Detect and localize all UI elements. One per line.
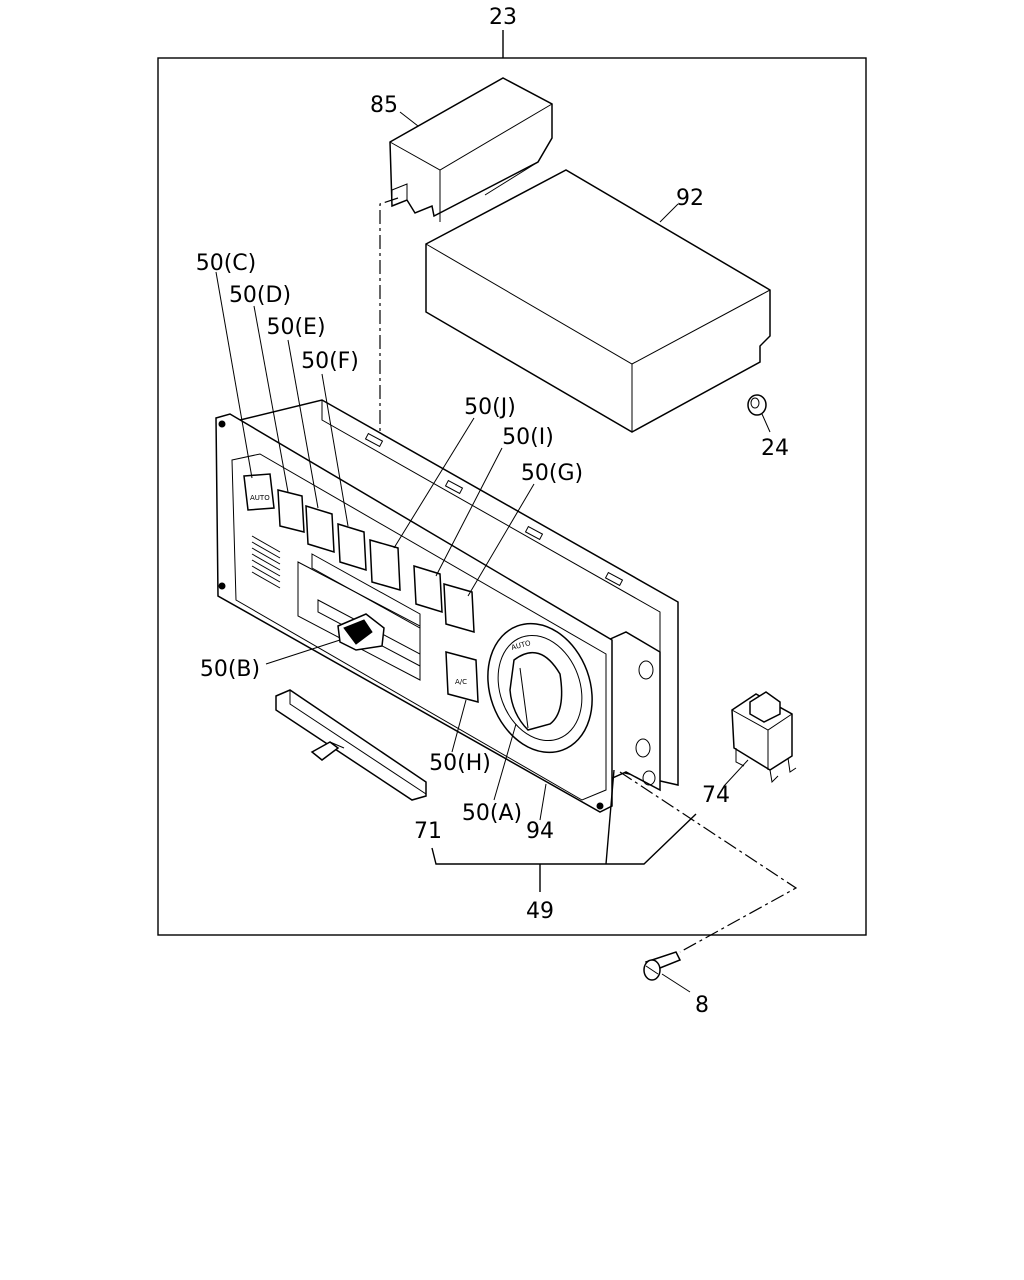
callout-8: 8 bbox=[695, 993, 709, 1018]
button-50j[interactable] bbox=[369, 538, 401, 592]
svg-text:AUTO: AUTO bbox=[250, 494, 270, 502]
callout-94: 94 bbox=[526, 819, 554, 844]
callout-50e: 50(E) bbox=[266, 315, 325, 340]
cover-part bbox=[389, 77, 553, 222]
leader-50g bbox=[467, 483, 535, 597]
callout-50g: 50(G) bbox=[521, 461, 583, 486]
callout-49: 49 bbox=[526, 899, 554, 924]
alignment-line-cover bbox=[379, 197, 399, 500]
leader-50f bbox=[321, 373, 349, 527]
leader-50c bbox=[215, 271, 253, 479]
assembly-frame bbox=[157, 57, 867, 936]
clip-leader bbox=[761, 413, 771, 433]
callout-85: 85 bbox=[370, 93, 398, 118]
button-50f[interactable] bbox=[337, 522, 367, 572]
control-unit-leader bbox=[659, 203, 679, 223]
callout-50f: 50(F) bbox=[301, 349, 359, 374]
screw-part bbox=[643, 951, 682, 981]
slider-part bbox=[275, 689, 427, 801]
leader-74 bbox=[723, 759, 749, 787]
cover-leader bbox=[399, 111, 419, 127]
leader-94 bbox=[539, 783, 547, 821]
dial-50a[interactable]: AUTO bbox=[470, 609, 609, 767]
callout-24: 24 bbox=[761, 436, 789, 461]
knob-50b[interactable] bbox=[337, 613, 385, 651]
callout-50h: 50(H) bbox=[429, 751, 491, 776]
callout-50i: 50(I) bbox=[502, 425, 554, 450]
callout-71: 71 bbox=[414, 819, 442, 844]
button-50e[interactable] bbox=[305, 504, 335, 554]
callout-50d: 50(D) bbox=[229, 283, 291, 308]
callout-50c: 50(C) bbox=[196, 251, 257, 276]
callout-50b: 50(B) bbox=[200, 657, 260, 682]
alignment-line-screw bbox=[619, 771, 798, 953]
harness-bracket-mid bbox=[605, 769, 615, 865]
callout-23: 23 bbox=[489, 5, 517, 30]
button-50i[interactable] bbox=[413, 564, 443, 614]
screw-leader bbox=[661, 973, 691, 993]
button-50c[interactable]: AUTO bbox=[243, 473, 275, 511]
leader-50h bbox=[451, 699, 467, 753]
leader-50i bbox=[435, 447, 503, 577]
callout-50j: 50(J) bbox=[464, 395, 516, 420]
callout-74: 74 bbox=[702, 783, 730, 808]
button-50g[interactable] bbox=[443, 582, 475, 634]
leader-50e bbox=[287, 339, 319, 509]
leader-50b bbox=[265, 639, 341, 665]
clip-part bbox=[747, 394, 767, 416]
callout-92: 92 bbox=[676, 186, 704, 211]
callout-50a: 50(A) bbox=[462, 801, 522, 826]
leader-50d bbox=[253, 305, 289, 493]
leader-50j bbox=[393, 417, 475, 549]
button-50d[interactable] bbox=[277, 489, 305, 533]
svg-text:A/C: A/C bbox=[455, 678, 467, 686]
button-50h[interactable]: A/C bbox=[445, 651, 479, 703]
relay-part bbox=[731, 691, 797, 784]
leader-50a bbox=[493, 723, 517, 801]
control-unit-part bbox=[425, 169, 771, 433]
